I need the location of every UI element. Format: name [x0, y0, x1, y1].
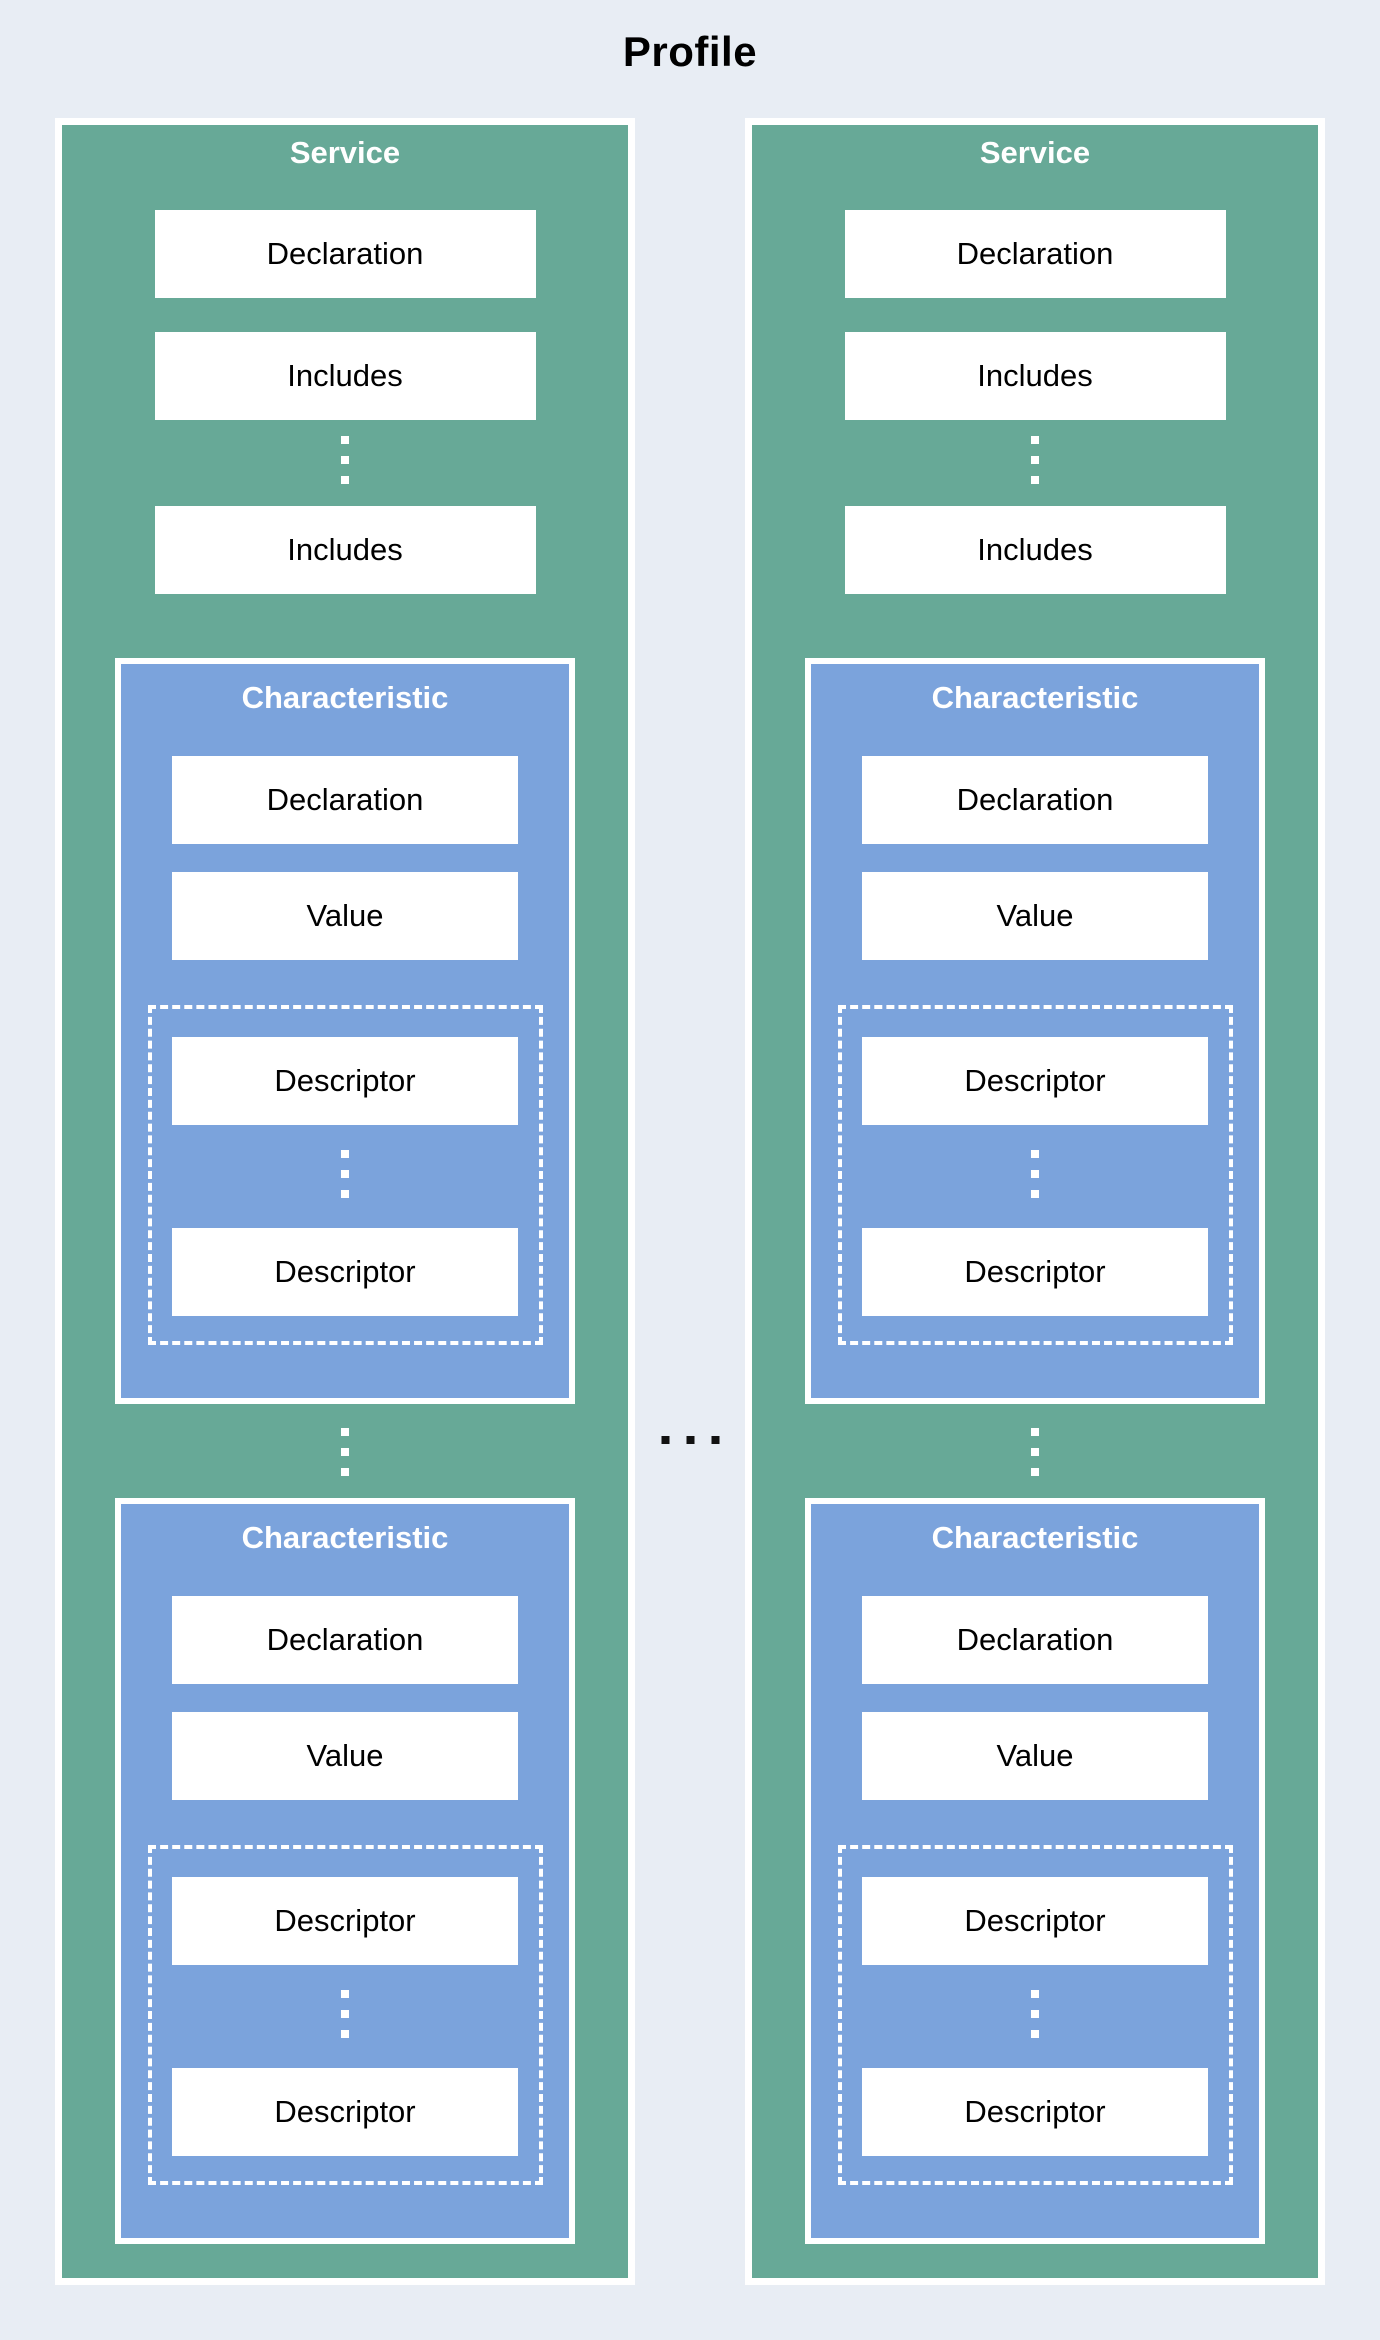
- ellipsis-dot: [341, 456, 349, 464]
- characteristic-box: Characteristic Declaration Value Descrip…: [805, 1498, 1265, 2244]
- ellipsis-dot: [341, 436, 349, 444]
- service-includes-box: Includes: [154, 332, 536, 420]
- service-declaration-box: Declaration: [844, 210, 1226, 298]
- descriptor-group: Descriptor Descriptor: [837, 1845, 1233, 2185]
- characteristic-value-box: Value: [172, 1712, 518, 1800]
- ellipsis-dot: [341, 1170, 349, 1178]
- characteristic-value-box: Value: [862, 1712, 1208, 1800]
- service-box: Service Declaration Includes Includes Ch…: [55, 118, 635, 2285]
- ellipsis-dot: [1031, 1990, 1039, 1998]
- ellipsis-dot: [1031, 456, 1039, 464]
- ellipsis-dot: [686, 1436, 694, 1444]
- characteristic-label: Characteristic: [931, 1520, 1139, 1555]
- service-box: Service Declaration Includes Includes Ch…: [745, 118, 1325, 2285]
- ellipsis-dot: [341, 1428, 349, 1436]
- descriptor-box: Descriptor: [862, 2068, 1208, 2156]
- ellipsis-dot: [661, 1436, 669, 1444]
- service-label: Service: [979, 135, 1091, 170]
- characteristic-value-box: Value: [862, 872, 1208, 960]
- descriptor-box: Descriptor: [172, 2068, 518, 2156]
- characteristic-declaration-box: Declaration: [172, 1596, 518, 1684]
- ellipsis-dot: [1031, 1428, 1039, 1436]
- descriptor-box: Descriptor: [172, 1877, 518, 1965]
- ellipsis-dot: [1031, 1150, 1039, 1158]
- horizontal-ellipsis: [653, 1436, 728, 1444]
- ellipsis-dot: [1031, 1448, 1039, 1456]
- characteristic-label: Characteristic: [931, 680, 1139, 715]
- ellipsis-dot: [1031, 2010, 1039, 2018]
- descriptor-group: Descriptor Descriptor: [147, 1005, 543, 1345]
- descriptor-group: Descriptor Descriptor: [147, 1845, 543, 2185]
- vertical-ellipsis: [1031, 1150, 1039, 1198]
- service-declaration-box: Declaration: [154, 210, 536, 298]
- service-includes-box: Includes: [844, 332, 1226, 420]
- characteristic-value-box: Value: [172, 872, 518, 960]
- descriptor-box: Descriptor: [172, 1228, 518, 1316]
- service-includes-box: Includes: [154, 506, 536, 594]
- characteristic-label: Characteristic: [241, 680, 449, 715]
- ellipsis-dot: [341, 1990, 349, 1998]
- descriptor-box: Descriptor: [172, 1037, 518, 1125]
- vertical-ellipsis: [341, 436, 349, 484]
- ellipsis-dot: [711, 1436, 719, 1444]
- ellipsis-dot: [341, 2010, 349, 2018]
- characteristic-box: Characteristic Declaration Value Descrip…: [805, 658, 1265, 1404]
- ellipsis-dot: [1031, 1468, 1039, 1476]
- vertical-ellipsis: [1031, 1428, 1039, 1476]
- vertical-ellipsis: [1031, 436, 1039, 484]
- characteristic-declaration-box: Declaration: [862, 1596, 1208, 1684]
- service-label: Service: [289, 135, 401, 170]
- vertical-ellipsis: [341, 1990, 349, 2038]
- ellipsis-dot: [1031, 2030, 1039, 2038]
- characteristic-label: Characteristic: [241, 1520, 449, 1555]
- ellipsis-dot: [341, 476, 349, 484]
- ellipsis-dot: [341, 1190, 349, 1198]
- characteristic-box: Characteristic Declaration Value Descrip…: [115, 1498, 575, 2244]
- descriptor-box: Descriptor: [862, 1877, 1208, 1965]
- ellipsis-dot: [1031, 436, 1039, 444]
- page-title: Profile: [622, 28, 758, 75]
- vertical-ellipsis: [1031, 1990, 1039, 2038]
- ellipsis-dot: [1031, 476, 1039, 484]
- vertical-ellipsis: [341, 1428, 349, 1476]
- characteristic-box: Characteristic Declaration Value Descrip…: [115, 658, 575, 1404]
- characteristic-declaration-box: Declaration: [862, 756, 1208, 844]
- service-includes-box: Includes: [844, 506, 1226, 594]
- ellipsis-dot: [1031, 1170, 1039, 1178]
- descriptor-box: Descriptor: [862, 1037, 1208, 1125]
- vertical-ellipsis: [341, 1150, 349, 1198]
- characteristic-declaration-box: Declaration: [172, 756, 518, 844]
- ellipsis-dot: [341, 1150, 349, 1158]
- ellipsis-dot: [341, 1448, 349, 1456]
- ellipsis-dot: [1031, 1190, 1039, 1198]
- ellipsis-dot: [341, 1468, 349, 1476]
- services-row: Service Declaration Includes Includes Ch…: [55, 118, 1325, 2285]
- descriptor-box: Descriptor: [862, 1228, 1208, 1316]
- descriptor-group: Descriptor Descriptor: [837, 1005, 1233, 1345]
- ellipsis-dot: [341, 2030, 349, 2038]
